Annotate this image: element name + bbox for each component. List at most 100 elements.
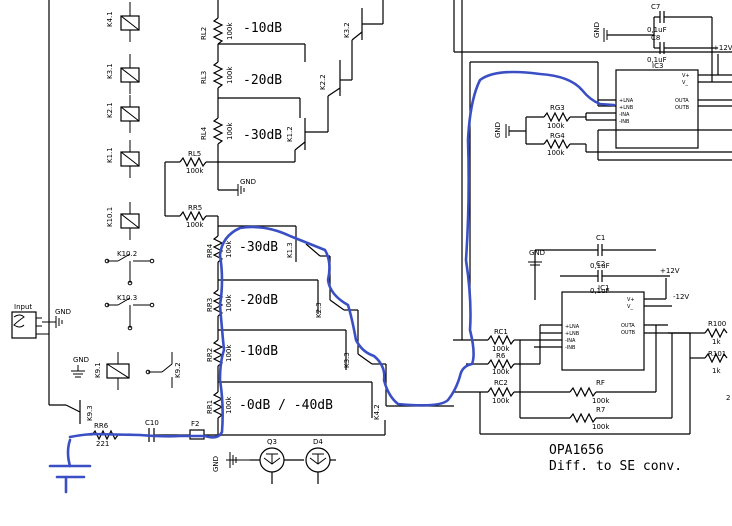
pin-label: V+ — [682, 73, 690, 79]
relay-label: K1.2 — [286, 126, 294, 142]
resistor-label: R100 — [708, 320, 726, 328]
resistor-label: RR3 — [206, 298, 214, 312]
attenuation-label: -30dB — [243, 128, 282, 143]
relay-label: K2.2 — [319, 74, 327, 90]
relay-label: K3.2 — [343, 22, 351, 38]
resistor-label: RG3 — [550, 104, 565, 112]
capacitor-value: 0,1uF — [647, 26, 667, 34]
supply-label: +12V — [713, 44, 732, 52]
relay-label: K10.2 — [117, 250, 137, 258]
relay-label: K3.3 — [343, 352, 351, 368]
ic3-chip — [615, 69, 699, 149]
resistor-label: RL4 — [200, 126, 208, 140]
ic1-chip — [561, 291, 645, 371]
resistor-label: R101 — [708, 350, 726, 358]
gnd-label: GND — [494, 122, 502, 138]
resistor-label: RL3 — [200, 71, 208, 84]
pin-label: +LNB — [565, 331, 580, 337]
pin-label: OUTA — [621, 323, 635, 329]
caption: OPA1656 Diff. to SE conv. 2 — [549, 394, 730, 474]
resistor-value: 100k — [226, 66, 234, 84]
edge-label: 2 — [726, 394, 730, 402]
ic-label: IC1 — [598, 284, 609, 292]
resistor-label: RC1 — [494, 328, 508, 336]
pin-label: V_ — [682, 80, 688, 86]
attenuation-label: -10dB — [239, 344, 278, 359]
resistor-value: 100k — [592, 423, 610, 431]
ic-label: IC3 — [652, 62, 663, 70]
resistor-value: 100k — [492, 397, 510, 405]
resistor-value: 100k — [492, 368, 510, 376]
resistor-label: RL5 — [188, 150, 201, 158]
relay-label: K3.1 — [106, 63, 114, 79]
relay-label: K4.1 — [106, 11, 114, 27]
resistor-value: 100k — [226, 122, 234, 140]
resistor-value: 100k — [492, 345, 510, 353]
fuse-label: F2 — [191, 420, 199, 428]
transistor-label: Q3 — [267, 438, 277, 446]
caption-description: Diff. to SE conv. — [549, 459, 682, 474]
resistor-value: 100k — [225, 294, 233, 312]
supply-label: -12V — [673, 293, 689, 301]
resistor-label: RL2 — [200, 27, 208, 40]
resistor-value: 100k — [547, 149, 565, 157]
gnd-label: GND — [73, 356, 89, 364]
gnd-label: GND — [212, 456, 220, 472]
relay-label: K4.2 — [373, 404, 381, 420]
attenuation-label: -20dB — [239, 293, 278, 308]
capacitor-label: C8 — [651, 34, 660, 42]
pin-label: OUTB — [621, 330, 636, 336]
attenuation-label: -20dB — [243, 73, 282, 88]
capacitor-value: 0,1uF — [590, 262, 610, 270]
pin-label: -INA — [619, 112, 630, 118]
gnd-label: GND — [593, 22, 601, 38]
pin-label: -INA — [565, 338, 576, 344]
ic1-block: IC1 +LNA +LNB -INA -INB OUTA OUTB V+ V_ … — [453, 234, 728, 435]
capacitor-value: 0,1uF — [647, 56, 667, 64]
pin-label: -INB — [619, 119, 630, 125]
resistor-value: 1k — [712, 367, 721, 375]
resistor-label: RR5 — [188, 204, 202, 212]
resistor-label: RR1 — [206, 400, 214, 414]
resistor-label: R7 — [596, 406, 605, 414]
relay-label: K1.1 — [106, 147, 114, 163]
pin-label: V+ — [627, 297, 635, 303]
pin-label: V_ — [627, 304, 633, 310]
resistor-label: RR2 — [206, 348, 214, 362]
ic3-block: IC3 +LNA +LNB -INA -INB OUTA OUTB V+ V_ … — [453, 0, 732, 340]
pin-label: OUTA — [675, 98, 689, 104]
protection-devices: GND Q3 D4 — [212, 438, 336, 484]
resistor-value: 100k — [225, 240, 233, 258]
attenuation-label: -0dB / -40dB — [239, 398, 333, 413]
capacitor-label: C7 — [651, 3, 660, 11]
resistor-value: 100k — [592, 397, 610, 405]
capacitor-label: C1 — [596, 234, 605, 242]
relay-label: K9.2 — [174, 362, 182, 378]
capacitor-label: C2 — [596, 260, 605, 268]
pin-label: +LNA — [619, 98, 634, 104]
resistor-value: 100k — [186, 167, 204, 175]
caption-part: OPA1656 — [549, 443, 604, 458]
relay-label: K10.1 — [106, 207, 114, 227]
resistor-value: 100k — [225, 396, 233, 414]
gnd-label: GND — [55, 308, 71, 316]
relay-label: K9.3 — [86, 405, 94, 421]
gnd-label: GND — [240, 178, 256, 186]
input-chain: GND K9.1 K9.2 K9.3 RR6 221 C10 F2 — [49, 352, 222, 448]
capacitor-label: C10 — [145, 419, 159, 427]
supply-label: +12V — [660, 267, 680, 275]
left-ladder: RL2 100k RL3 100k RL4 100k -10dB -20dB -… — [164, 0, 384, 229]
relay-label: K9.1 — [94, 362, 102, 378]
attenuation-label: -30dB — [239, 240, 278, 255]
left-relay-column: K4.1 K3.1 K2.1 K1.1 K10.1 K10.2 K10.3 — [48, 0, 155, 405]
capacitor-value: 0,1uF — [590, 287, 610, 295]
gnd-label: GND — [529, 249, 545, 257]
relay-label: K10.3 — [117, 294, 137, 302]
resistor-label: RF — [596, 379, 605, 387]
ground-mark — [66, 438, 72, 468]
right-ladder: RR4 100k RR3 100k RR2 100k RR1 100k -30d… — [206, 216, 454, 436]
input-label: Input — [14, 303, 32, 311]
resistor-value: 221 — [96, 440, 109, 448]
relay-label: K1.3 — [286, 242, 294, 258]
transistor-label: D4 — [313, 438, 323, 446]
